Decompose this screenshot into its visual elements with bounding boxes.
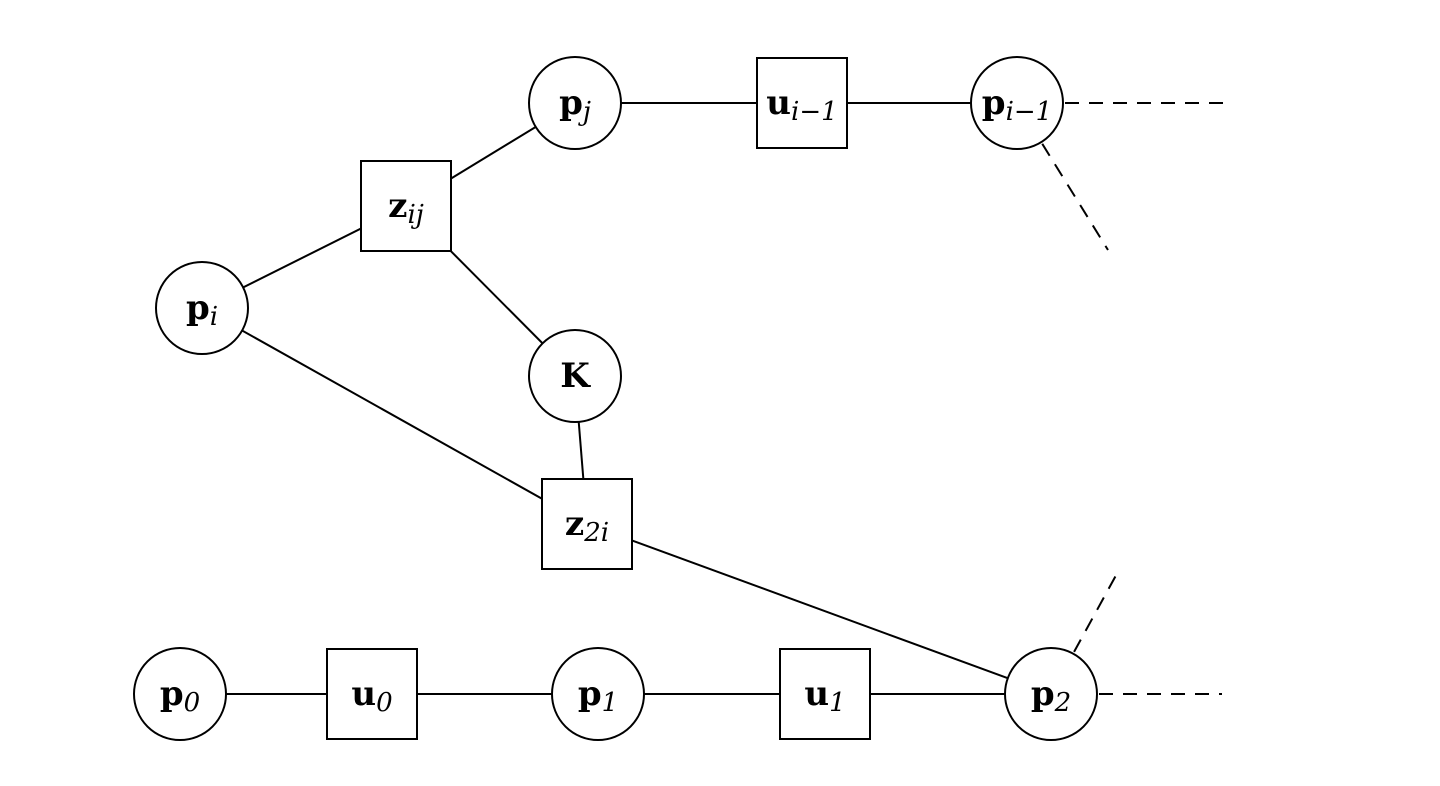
node-label-subscript: 1 bbox=[602, 688, 619, 718]
variable-circle bbox=[528, 329, 622, 423]
node-label-base: z bbox=[388, 186, 407, 226]
variable-circle bbox=[528, 56, 622, 150]
factor-node-u0: u0 bbox=[326, 648, 418, 740]
node-label-subscript: 0 bbox=[184, 688, 201, 718]
edge-pi-z2i bbox=[201, 307, 588, 525]
factor-node-ui1: ui−1 bbox=[756, 57, 848, 149]
node-label-base: p bbox=[559, 83, 583, 123]
factor-square bbox=[326, 648, 418, 740]
variable-node-p0: p0 bbox=[133, 647, 227, 741]
node-label-subscript: 2 bbox=[1054, 688, 1072, 718]
node-label-base: u bbox=[766, 83, 791, 123]
variable-circle bbox=[1004, 647, 1098, 741]
node-label: pi bbox=[186, 288, 218, 332]
node-label: u1 bbox=[804, 674, 845, 718]
node-label: p2 bbox=[1031, 674, 1071, 718]
factor-node-z2i: z2i bbox=[541, 478, 633, 570]
node-label-subscript: ij bbox=[407, 200, 423, 230]
node-label-base: K bbox=[560, 356, 591, 396]
node-label: pj bbox=[559, 83, 591, 127]
edge-z2i-p2 bbox=[586, 523, 1052, 695]
node-label: pi−1 bbox=[982, 83, 1052, 127]
variable-circle bbox=[970, 56, 1064, 150]
node-label: p0 bbox=[160, 674, 200, 718]
edges-layer bbox=[180, 102, 1230, 695]
variable-node-p1: p1 bbox=[551, 647, 645, 741]
node-label-base: u bbox=[351, 674, 376, 714]
variable-node-pj: pj bbox=[528, 56, 622, 150]
node-label-base: p bbox=[186, 288, 210, 328]
node-label-base: p bbox=[982, 83, 1006, 123]
node-label: z2i bbox=[565, 504, 609, 548]
node-label-base: p bbox=[160, 674, 184, 714]
node-label: p1 bbox=[578, 674, 618, 718]
factor-square bbox=[541, 478, 633, 570]
variable-node-pi: pi bbox=[155, 261, 249, 355]
node-label-base: p bbox=[578, 674, 602, 714]
variable-circle bbox=[551, 647, 645, 741]
node-label: zij bbox=[388, 186, 424, 230]
factor-node-u1: u1 bbox=[779, 648, 871, 740]
factor-square bbox=[756, 57, 848, 149]
variable-node-K: K bbox=[528, 329, 622, 423]
variable-node-pi1: pi−1 bbox=[970, 56, 1064, 150]
variable-circle bbox=[155, 261, 249, 355]
node-label-subscript: i−1 bbox=[791, 97, 838, 127]
node-label-base: p bbox=[1031, 674, 1055, 714]
node-label-subscript: 0 bbox=[376, 688, 393, 718]
factor-node-zij: zij bbox=[360, 160, 452, 252]
node-label-base: u bbox=[804, 674, 829, 714]
node-label: K bbox=[560, 356, 591, 396]
variable-circle bbox=[133, 647, 227, 741]
node-label: u0 bbox=[351, 674, 392, 718]
node-label-subscript: i−1 bbox=[1006, 97, 1053, 127]
node-label-subscript: i bbox=[210, 302, 218, 332]
variable-node-p2: p2 bbox=[1004, 647, 1098, 741]
node-label-subscript: 2i bbox=[583, 518, 609, 548]
node-label: ui−1 bbox=[766, 83, 837, 127]
node-label-subscript: 1 bbox=[829, 688, 846, 718]
factor-square bbox=[779, 648, 871, 740]
factor-square bbox=[360, 160, 452, 252]
node-label-base: z bbox=[565, 504, 584, 544]
